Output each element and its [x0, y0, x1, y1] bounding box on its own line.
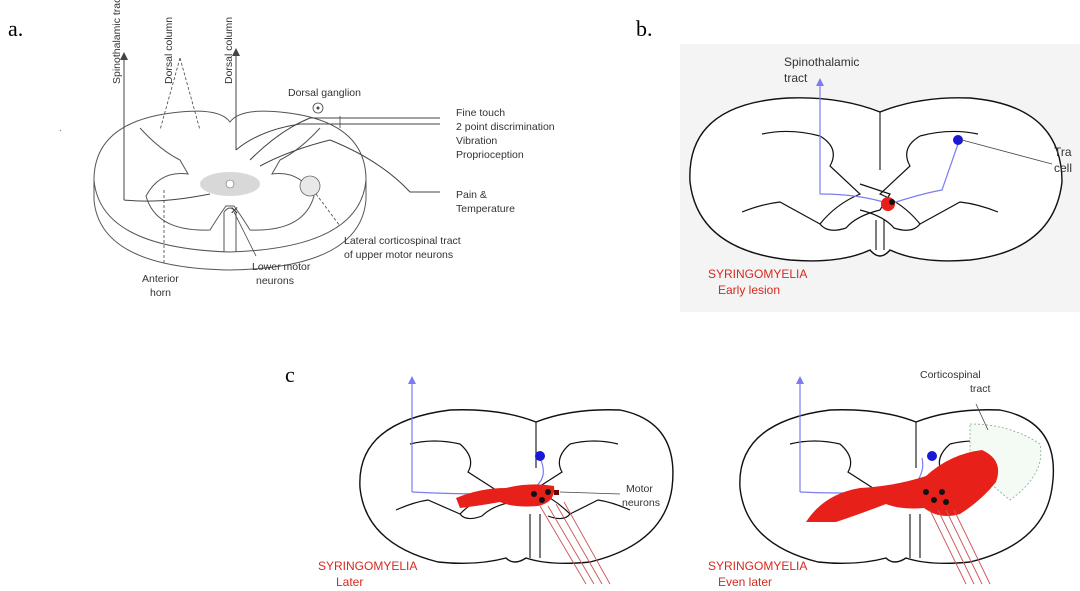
label-pain-temp-1: Pain & [456, 189, 487, 201]
label-motor-neurons-1: Motor [626, 483, 653, 495]
panel-b-diagram: Spinothalamic tract Tra cell SYRINGOMYEL… [680, 44, 1080, 312]
svg-text:✕: ✕ [230, 205, 239, 217]
label-motor-neurons-2: neurons [622, 497, 660, 509]
label-spinothalamic-b-2: tract [784, 71, 808, 85]
label-dorsal-column-2: Dorsal column [223, 17, 235, 84]
label-spinothalamic-b-1: Spinothalamic [784, 55, 859, 69]
label-corticospinal-2: tract [970, 383, 991, 395]
panel-a-diagram: ✕ Spinothalamic tract Dorsal column Dors… [60, 0, 580, 320]
label-lower-motor-1: Lower motor [252, 261, 311, 273]
label-tract-cell-1: Tra [1054, 145, 1072, 159]
label-anterior-2: horn [150, 287, 171, 299]
panel-letter-b: b. [636, 16, 653, 42]
panel-letter-c: c [285, 362, 295, 388]
label-lower-motor-2: neurons [256, 275, 294, 287]
panel-c-right-diagram: Corticospinal tract SYRINGOMYELIA Even l… [700, 364, 1070, 591]
label-b-title: SYRINGOMYELIA [708, 267, 807, 281]
label-lateral-cs-1: Lateral corticospinal tract [344, 235, 461, 247]
label-fine-touch-3: Vibration [456, 135, 497, 147]
label-c-left-title: SYRINGOMYELIA [318, 559, 417, 573]
label-c-left-subtitle: Later [336, 575, 363, 589]
panel-letter-a: a. [8, 16, 23, 42]
label-b-subtitle: Early lesion [718, 283, 780, 297]
label-lateral-cs-2: of upper motor neurons [344, 249, 453, 261]
label-pain-temp-2: Temperature [456, 203, 515, 215]
label-fine-touch-1: Fine touch [456, 107, 505, 119]
label-fine-touch-2: 2 point discrimination [456, 121, 555, 133]
label-dorsal-ganglion: Dorsal ganglion [288, 87, 361, 99]
label-anterior-1: Anterior [142, 273, 179, 285]
label-corticospinal-1: Corticospinal [920, 369, 981, 381]
label-dorsal-column-1: Dorsal column [163, 17, 175, 84]
label-c-right-title: SYRINGOMYELIA [708, 559, 807, 573]
label-tract-cell-2: cell [1054, 161, 1072, 175]
label-c-right-subtitle: Even later [718, 575, 772, 589]
label-spinothalamic-a: Spinothalamic tract [111, 0, 123, 84]
label-fine-touch-4: Proprioception [456, 149, 524, 161]
panel-c-left-diagram: Motor neurons SYRINGOMYELIA Later [300, 364, 680, 591]
